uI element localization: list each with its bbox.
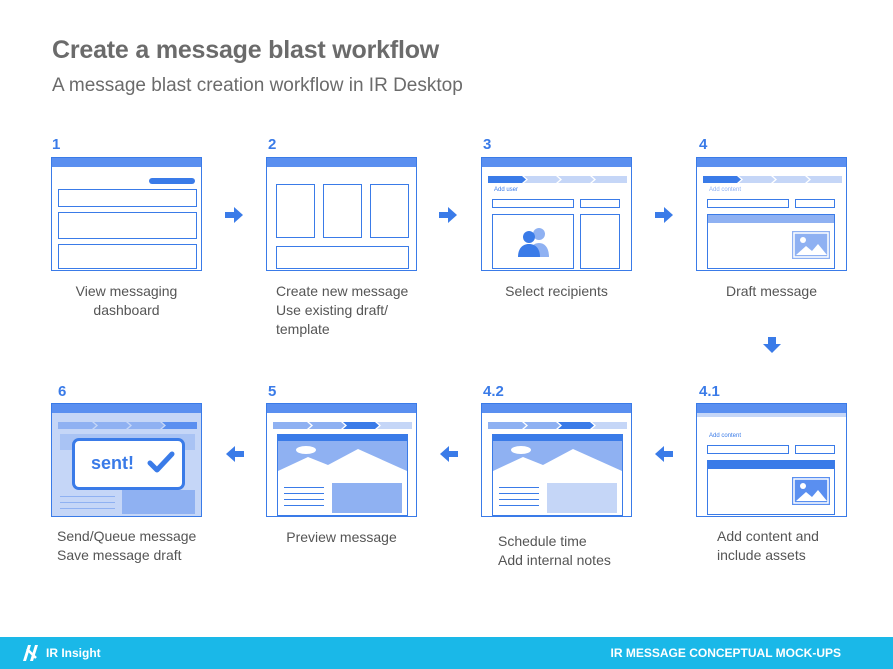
mock-titlebar: [482, 404, 631, 413]
mock-add-user-label: Add user: [494, 187, 519, 193]
mock-template-card: [370, 184, 409, 238]
mock-input: [707, 445, 789, 454]
arrow-right-icon: [439, 207, 457, 223]
mock-row: [58, 212, 197, 239]
step-1-number: 1: [52, 136, 61, 153]
step-4-label: Draft message: [725, 283, 818, 299]
footer-caption: IR MESSAGE CONCEPTUAL MOCK-UPS: [610, 646, 841, 660]
step-5-preview-mockup: [266, 403, 417, 517]
mock-titlebar: [52, 158, 201, 167]
mock-titlebar: [697, 158, 846, 167]
footer-bar: IR Insight IR MESSAGE CONCEPTUAL MOCK-UP…: [0, 637, 893, 669]
mock-template-card: [323, 184, 362, 238]
step-2-create-mockup: [266, 157, 417, 271]
mock-titlebar: [52, 404, 201, 413]
arrow-down-icon: [763, 337, 781, 353]
checkmark-icon: [147, 451, 175, 473]
sent-text: sent!: [91, 453, 135, 473]
mock-titlebar: [697, 404, 846, 413]
mock-progress-steps: [273, 422, 412, 429]
mock-input: [795, 199, 835, 208]
mock-content-panel: [707, 460, 835, 515]
step-4-1-label: Add content and include assets: [717, 528, 819, 563]
mock-progress-steps: [488, 176, 627, 183]
brand-name: IR Insight: [46, 646, 101, 660]
image-icon: [792, 477, 830, 505]
mock-content-panel: [707, 214, 835, 269]
sent-confirmation-card: sent!: [72, 438, 185, 490]
step-3-recipients-mockup: Add user: [481, 157, 632, 271]
mock-preview-panel: [277, 434, 408, 516]
mock-progress-steps: [58, 422, 197, 429]
step-1-label: View messaging dashboard: [75, 283, 178, 318]
mock-template-card: [276, 184, 315, 238]
step-4-1-content-mockup: Add content: [696, 403, 847, 517]
arrow-left-icon: [226, 446, 244, 462]
mock-input: [707, 199, 789, 208]
page-subtitle: A message blast creation workflow in IR …: [52, 75, 463, 96]
step-2-number: 2: [268, 136, 277, 153]
arrow-left-icon: [440, 446, 458, 462]
arrow-left-icon: [655, 446, 673, 462]
arrow-right-icon: [225, 207, 243, 223]
mock-titlebar: [267, 404, 416, 413]
mock-progress-steps: [703, 176, 842, 183]
page-title: Create a message blast workflow: [52, 36, 440, 64]
arrow-right-icon: [655, 207, 673, 223]
step-3-label: Select recipients: [505, 283, 608, 299]
mock-action-pill: [149, 178, 195, 184]
ir-insight-logo-icon: [23, 645, 38, 661]
mock-subbar: [697, 413, 846, 417]
step-1-dashboard-mockup: [51, 157, 202, 271]
mock-input: [795, 445, 835, 454]
step-6-number: 6: [58, 383, 67, 400]
brand: IR Insight: [22, 644, 101, 662]
step-6-send-mockup: sent!: [51, 403, 202, 517]
mock-add-content-label: Add content: [709, 187, 742, 193]
users-icon: [518, 228, 549, 257]
mock-row: [58, 244, 197, 269]
step-4-2-label: Schedule time Add internal notes: [498, 533, 611, 568]
mock-input: [580, 199, 620, 208]
mock-titlebar: [482, 158, 631, 167]
step-4-draft-mockup: Add content: [696, 157, 847, 271]
banner-image-icon: [278, 441, 407, 471]
step-5-number: 5: [268, 383, 277, 400]
mock-row: [276, 246, 409, 269]
mock-input: [492, 199, 574, 208]
mock-row: [58, 189, 197, 207]
image-icon: [792, 231, 830, 259]
mock-progress-steps: [488, 422, 627, 429]
step-6-label: Send/Queue message Save message draft: [57, 528, 197, 563]
step-5-label: Preview message: [286, 529, 397, 545]
mock-titlebar: [267, 158, 416, 167]
mock-schedule-panel: [492, 434, 623, 516]
step-4-number: 4: [699, 136, 708, 153]
mock-side-panel: [580, 214, 620, 269]
mock-users-panel: [492, 214, 574, 269]
step-3-number: 3: [483, 136, 492, 153]
step-4-2-schedule-mockup: [481, 403, 632, 517]
step-2-label: Create new message Use existing draft/ t…: [276, 283, 409, 337]
step-4-1-number: 4.1: [699, 383, 720, 400]
step-4-2-number: 4.2: [483, 383, 504, 400]
banner-image-icon: [493, 441, 622, 471]
mock-add-content-label: Add content: [709, 433, 742, 439]
